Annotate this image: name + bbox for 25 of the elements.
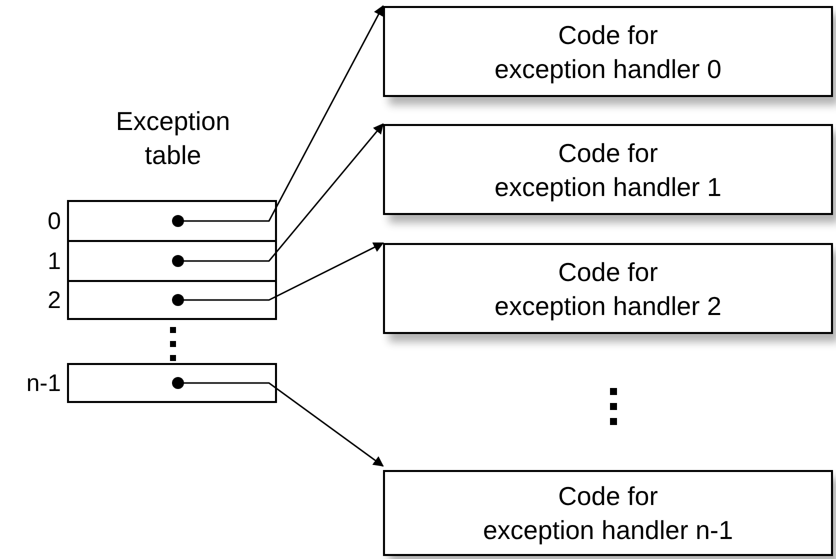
pointer-arrow — [172, 5, 384, 227]
handler-label: exception handler 1 — [494, 170, 722, 204]
handler-label: exception handler 0 — [494, 52, 722, 86]
pointer-arrow — [172, 377, 384, 467]
handler-label: Code for — [557, 256, 659, 288]
handler-label: exception handler 2 — [494, 290, 722, 322]
handler-label: Code for — [557, 136, 659, 170]
row-index: 1 — [46, 248, 61, 276]
handler-box — [383, 470, 833, 556]
table-row — [67, 363, 277, 403]
table-heading: Exception table — [114, 105, 232, 172]
table-row — [67, 240, 277, 282]
handler-box — [383, 6, 833, 97]
row-index: n-1 — [25, 370, 61, 398]
handler-label: Code for — [557, 480, 659, 513]
pointer-arrow — [172, 242, 384, 306]
row-index: 2 — [46, 287, 61, 315]
pointer-arrow — [172, 123, 384, 267]
handler-box — [383, 124, 833, 215]
table-row — [67, 280, 277, 320]
handler-label: exception handler n-1 — [482, 514, 734, 547]
handler-label: Code for — [557, 18, 659, 52]
table-row — [67, 200, 277, 242]
row-index: 0 — [46, 208, 61, 236]
handler-box — [383, 243, 833, 334]
